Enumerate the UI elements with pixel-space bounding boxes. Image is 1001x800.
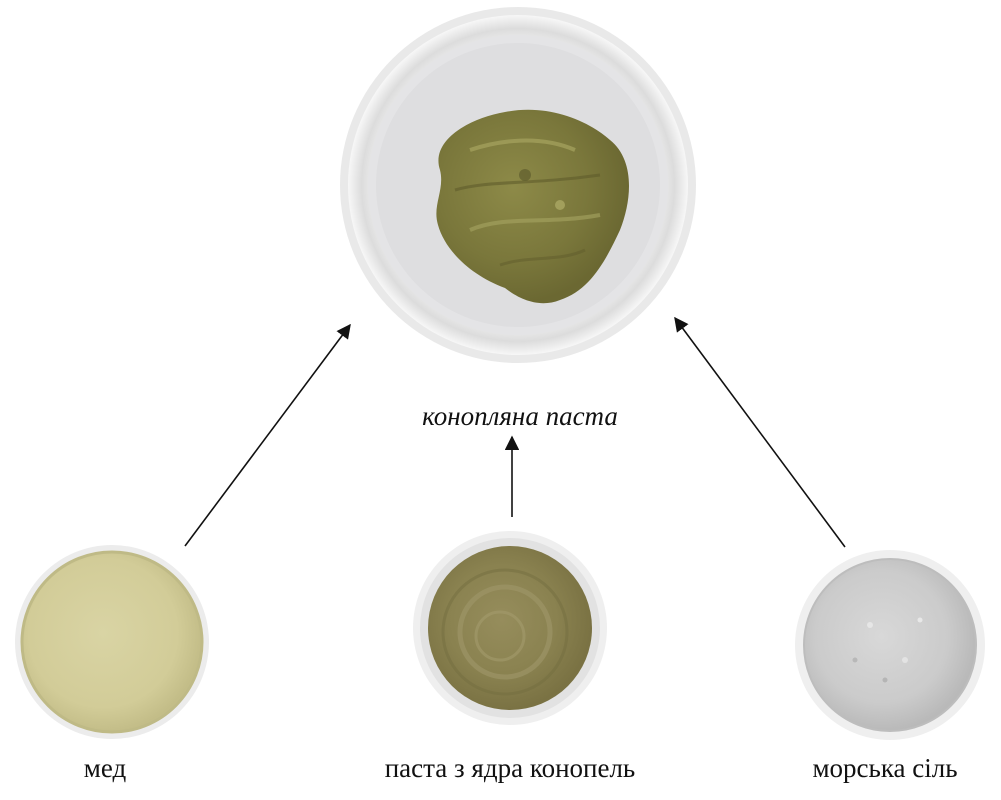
arrow-salt-to-paste (675, 318, 845, 547)
ingredient-label-hemp-seed-paste: паста з ядра конопель (320, 752, 700, 784)
product-label: конопляна паста (360, 400, 680, 432)
ingredient-label-sea-salt: морська сіль (770, 752, 1000, 784)
arrow-honey-to-paste (185, 325, 350, 546)
petri-dish-hemp-paste-icon (340, 7, 696, 363)
petri-dish-honey-icon (15, 545, 209, 739)
petri-dish-sea-salt-icon (795, 550, 985, 740)
petri-dish-hemp-seed-paste-icon (413, 531, 607, 725)
ingredient-label-honey: мед (40, 752, 170, 784)
